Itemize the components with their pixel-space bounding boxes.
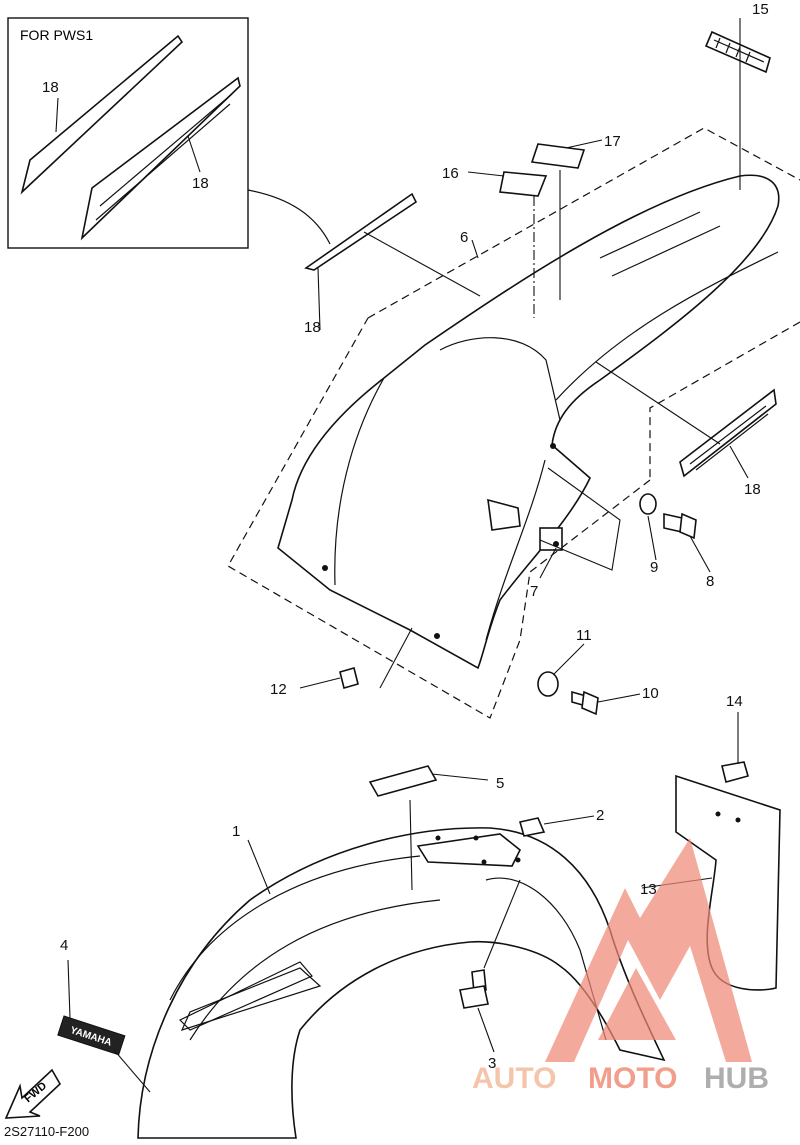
rear-fender-body	[277, 174, 780, 670]
fender-tab	[487, 498, 521, 531]
callout-4: 4	[60, 937, 68, 954]
watermark-auto: AUTO	[472, 1062, 556, 1095]
callout-16: 16	[442, 165, 459, 182]
collar-11	[537, 671, 559, 697]
decal-5	[368, 765, 438, 797]
grommet-12	[339, 667, 359, 689]
bolt-3-head	[459, 985, 489, 1009]
bolt-8-head	[679, 512, 697, 540]
callout-3: 3	[488, 1055, 496, 1072]
decal-16	[499, 171, 548, 197]
callout-12: 12	[270, 681, 287, 698]
callout-1: 1	[232, 823, 240, 840]
inset-link-line	[247, 189, 331, 245]
decal-17	[530, 143, 586, 169]
decal-18-rear-left	[304, 192, 418, 271]
bolt-2	[518, 817, 546, 837]
callout-10: 10	[642, 685, 659, 702]
fender-ribs	[555, 211, 779, 401]
diagram-code: 2S27110-F200	[4, 1124, 89, 1139]
callout-5: 5	[496, 775, 504, 792]
callout-2: 2	[596, 807, 604, 824]
front-fender-inner-edge	[485, 877, 607, 1041]
callout-18-rear-right: 18	[744, 481, 761, 498]
fender-inner-opening	[439, 337, 561, 421]
callout-7: 7	[530, 583, 538, 600]
callout-18-rear-left: 18	[304, 319, 321, 336]
bolt-8-shaft	[663, 513, 683, 533]
inset-title: FOR PWS1	[20, 27, 93, 43]
watermark-hub: HUB	[704, 1062, 769, 1095]
front-fender-mount-plate	[416, 833, 522, 867]
inset-decal-upper	[20, 34, 184, 195]
front-fender-ribs	[169, 855, 441, 1041]
callout-17: 17	[604, 133, 621, 150]
collar-9	[639, 493, 657, 515]
watermark-logo-icon	[545, 838, 752, 1062]
inset-for-pws1: FOR PWS1 18 18	[7, 17, 249, 249]
screw-14	[721, 761, 749, 783]
rear-fender-assembly: 15 17 16 6 18 18 7 9 8 11 12 10	[227, 1, 800, 719]
callout-15: 15	[752, 1, 769, 18]
decal-18-rear-right	[679, 388, 777, 478]
bolt-10-head	[581, 690, 599, 716]
callout-9: 9	[650, 559, 658, 576]
callout-11: 11	[576, 627, 592, 644]
fwd-arrow-indicator: FWD	[4, 1068, 62, 1119]
callout-13: 13	[640, 881, 657, 898]
automotohub-watermark: AUTO MOTO HUB	[472, 838, 769, 1095]
callout-14: 14	[726, 693, 743, 710]
inset-decal-stripes	[95, 93, 233, 221]
fender-side-panel	[485, 459, 546, 641]
callout-18-inset-a: 18	[42, 79, 59, 96]
watermark-moto: MOTO	[588, 1062, 677, 1095]
decal-4-yamaha: YAMAHA	[57, 1015, 126, 1056]
callout-8: 8	[706, 573, 714, 590]
fender-left-edge	[334, 377, 385, 586]
fender-nut-bracket	[539, 527, 563, 551]
callout-6: 6	[460, 229, 468, 246]
callout-18-inset-b: 18	[192, 175, 209, 192]
assembly-boundary-dashed	[227, 127, 800, 719]
